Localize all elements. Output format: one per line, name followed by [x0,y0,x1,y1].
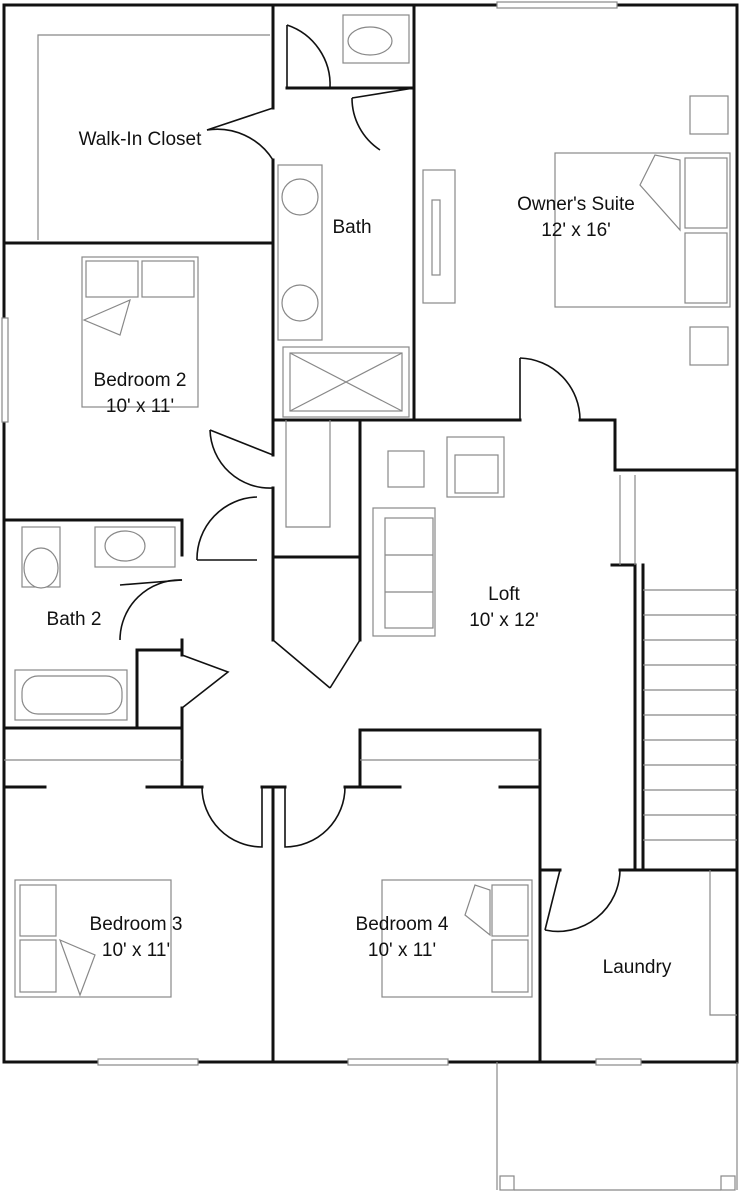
sink-icon [281,178,319,216]
walk-in-closet-label: Walk-In Closet [79,129,203,150]
bath-2-label: Bath 2 [47,609,102,630]
room-labels: Walk-In Closet Bath Owner's Suite 12' x … [47,129,672,978]
owners-suite-furniture [422,95,731,366]
side-table-icon [387,450,425,488]
laundry-label: Laundry [603,957,672,978]
bedroom-2-size: 10' x 11' [106,396,174,417]
bath-2-fixtures [14,526,176,721]
loft-furniture [372,436,505,637]
bedroom-3-furniture [14,879,172,998]
bedroom-4-size: 10' x 11' [368,940,436,961]
bedroom-3-label: Bedroom 3 [90,914,183,935]
nightstand-icon [689,95,729,135]
porch-below [496,1062,738,1191]
bath-label: Bath [332,217,371,238]
nightstand-icon [689,326,729,366]
bedroom-4-label: Bedroom 4 [356,914,449,935]
bedroom-4-furniture [381,879,533,998]
doors [119,24,621,933]
bedroom-3-size: 10' x 11' [102,940,170,961]
bath-fixtures [277,14,410,418]
owners-suite-label: Owner's Suite [517,194,635,215]
closet-shelving [4,34,737,1016]
bedroom-2-furniture [81,256,199,408]
sink-icon [281,284,319,322]
loft-size: 10' x 12' [469,610,539,631]
loft-label: Loft [488,584,520,605]
windows [1,1,642,1066]
owners-suite-size: 12' x 16' [541,220,611,241]
bedroom-2-label: Bedroom 2 [94,370,187,391]
staircase [643,589,737,841]
